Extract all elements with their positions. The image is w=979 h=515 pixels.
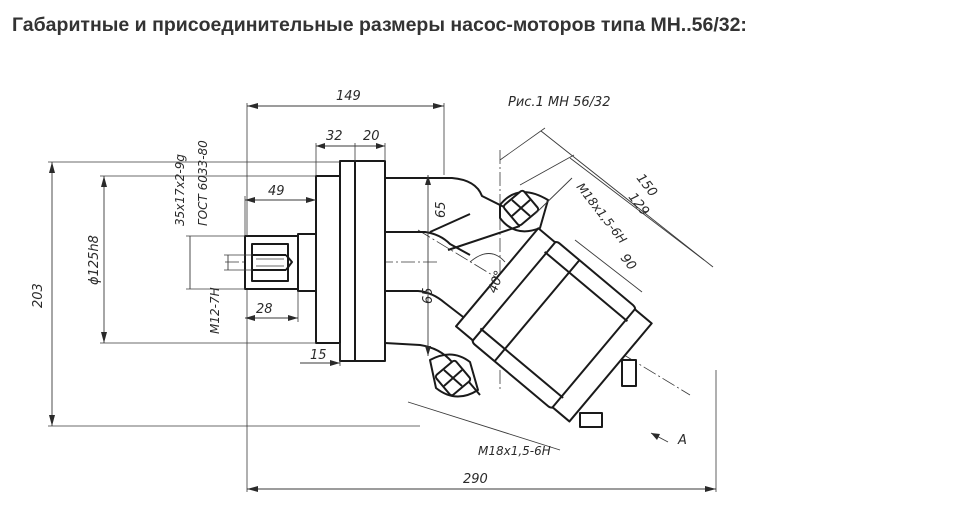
cylinder-housing — [455, 227, 653, 423]
dim-spline-spec: 35x17x2-9g — [173, 154, 187, 226]
dim-flange-thickness: 32 — [326, 129, 343, 144]
dim-pilot-depth: 15 — [310, 348, 327, 363]
dim-tilt-angle: 40° — [486, 269, 508, 296]
dim-pilot-diameter: ϕ125h8 — [87, 235, 102, 285]
dim-total-length: 290 — [463, 472, 488, 487]
dim-flange-offset: 20 — [363, 129, 380, 144]
figure-caption: Рис.1 МН 56/32 — [508, 95, 611, 110]
dim-shaft-length: 49 — [268, 184, 285, 199]
pump-body — [384, 177, 521, 396]
dim-center-thread: М12-7Н — [208, 287, 222, 334]
dim-port-thread-upper: М18х1,5-6Н — [574, 180, 630, 246]
page-title: Габаритные и присоединительные размеры н… — [12, 14, 747, 36]
dim-shaft-end: 28 — [256, 302, 273, 317]
view-label: A — [677, 433, 687, 448]
lower-port-fitting — [429, 353, 479, 398]
dim-height: 203 — [31, 283, 46, 308]
pump-flange-assembly — [244, 160, 386, 362]
dim-overall-length: 149 — [336, 89, 361, 104]
dim-spline-standard: ГОСТ 6033-80 — [196, 140, 210, 226]
dim-port-offset-lower: 65 — [421, 287, 436, 304]
dim-housing-length-90: 90 — [617, 251, 639, 273]
housing-fittings — [579, 359, 637, 428]
upper-port-fitting — [499, 189, 549, 233]
dim-port-offset-upper: 65 — [434, 201, 449, 218]
dimension-lines — [48, 103, 717, 492]
dim-port-thread-lower: М18х1,5-6Н — [478, 444, 551, 458]
dimension-arrows — [49, 103, 716, 492]
